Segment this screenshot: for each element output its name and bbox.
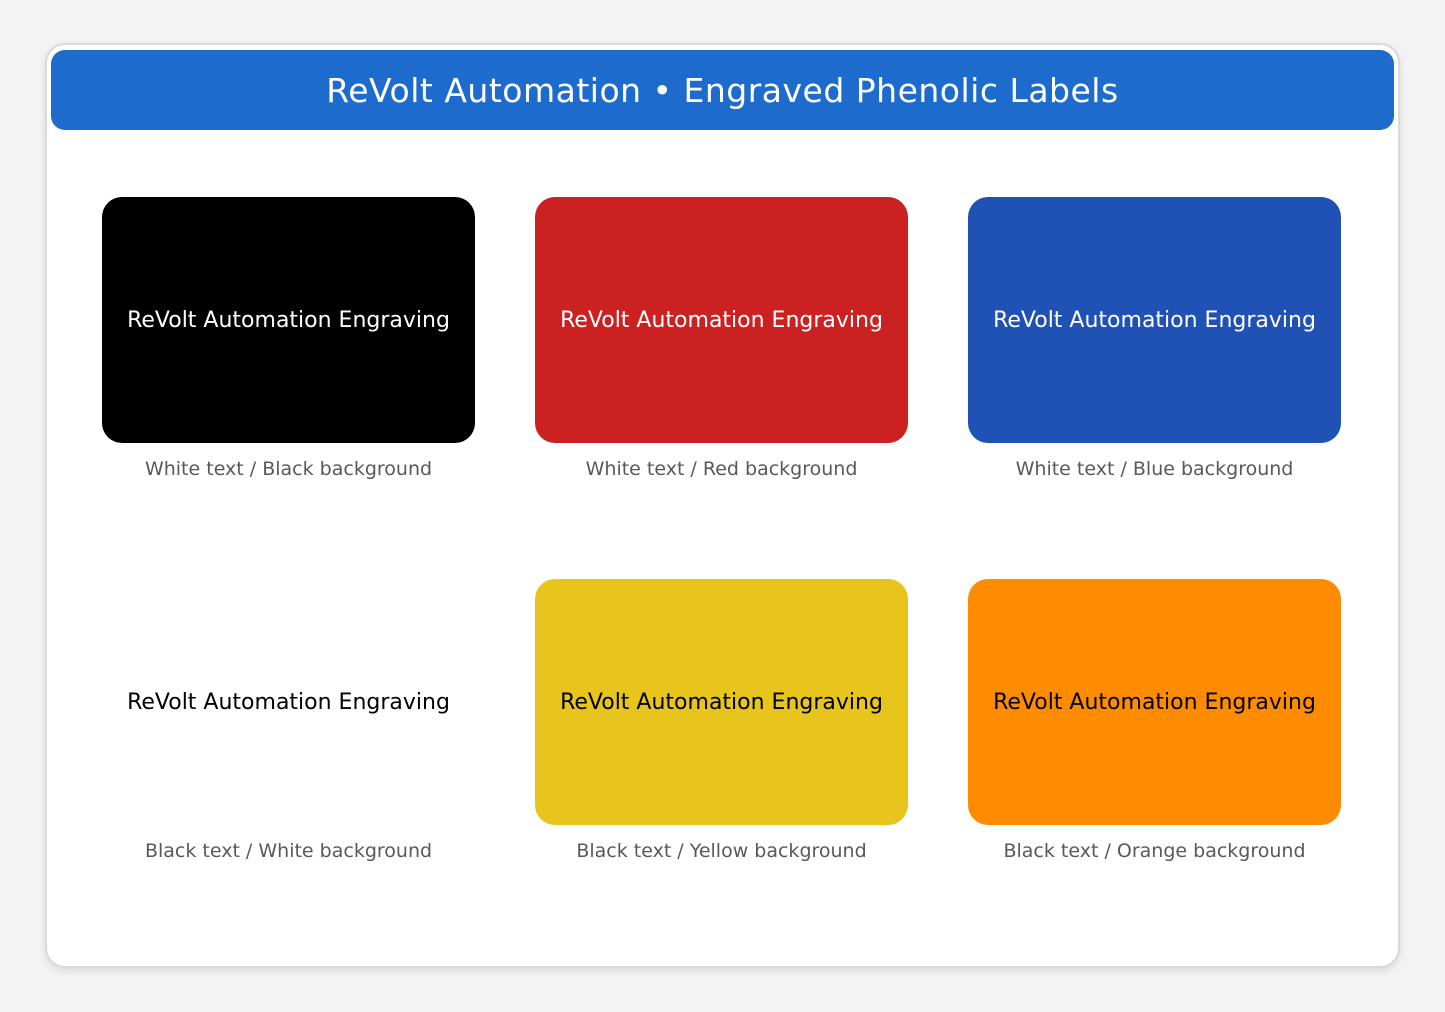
label-sample-text: ReVolt Automation Engraving	[127, 307, 450, 333]
label-sample-text: ReVolt Automation Engraving	[993, 307, 1316, 333]
page-title: ReVolt Automation • Engraved Phenolic La…	[326, 70, 1119, 110]
swatch-cell-yellow: ReVolt Automation Engraving Black text /…	[535, 579, 908, 862]
label-caption: Black text / Yellow background	[576, 840, 867, 862]
label-sample-text: ReVolt Automation Engraving	[560, 307, 883, 333]
label-caption: White text / Black background	[144, 458, 433, 480]
header-bar: ReVolt Automation • Engraved Phenolic La…	[51, 50, 1394, 130]
label-swatch-red: ReVolt Automation Engraving	[535, 197, 908, 443]
label-sample-text: ReVolt Automation Engraving	[993, 689, 1316, 715]
label-caption: Black text / White background	[144, 840, 433, 862]
label-caption: White text / Red background	[585, 458, 858, 480]
label-sample-text: ReVolt Automation Engraving	[127, 689, 450, 715]
swatch-cell-black: ReVolt Automation Engraving White text /…	[102, 197, 475, 480]
swatch-cell-red: ReVolt Automation Engraving White text /…	[535, 197, 908, 480]
label-swatch-black: ReVolt Automation Engraving	[102, 197, 475, 443]
swatch-cell-orange: ReVolt Automation Engraving Black text /…	[968, 579, 1341, 862]
label-swatch-white: ReVolt Automation Engraving	[102, 579, 475, 825]
swatch-cell-white: ReVolt Automation Engraving Black text /…	[102, 579, 475, 862]
label-swatch-blue: ReVolt Automation Engraving	[968, 197, 1341, 443]
label-caption: Black text / Orange background	[1003, 840, 1306, 862]
label-swatch-orange: ReVolt Automation Engraving	[968, 579, 1341, 825]
label-sample-text: ReVolt Automation Engraving	[560, 689, 883, 715]
label-swatch-grid: ReVolt Automation Engraving White text /…	[102, 197, 1341, 862]
sample-sheet-card: ReVolt Automation • Engraved Phenolic La…	[45, 43, 1400, 968]
label-caption: White text / Blue background	[1015, 458, 1294, 480]
swatch-cell-blue: ReVolt Automation Engraving White text /…	[968, 197, 1341, 480]
label-swatch-yellow: ReVolt Automation Engraving	[535, 579, 908, 825]
